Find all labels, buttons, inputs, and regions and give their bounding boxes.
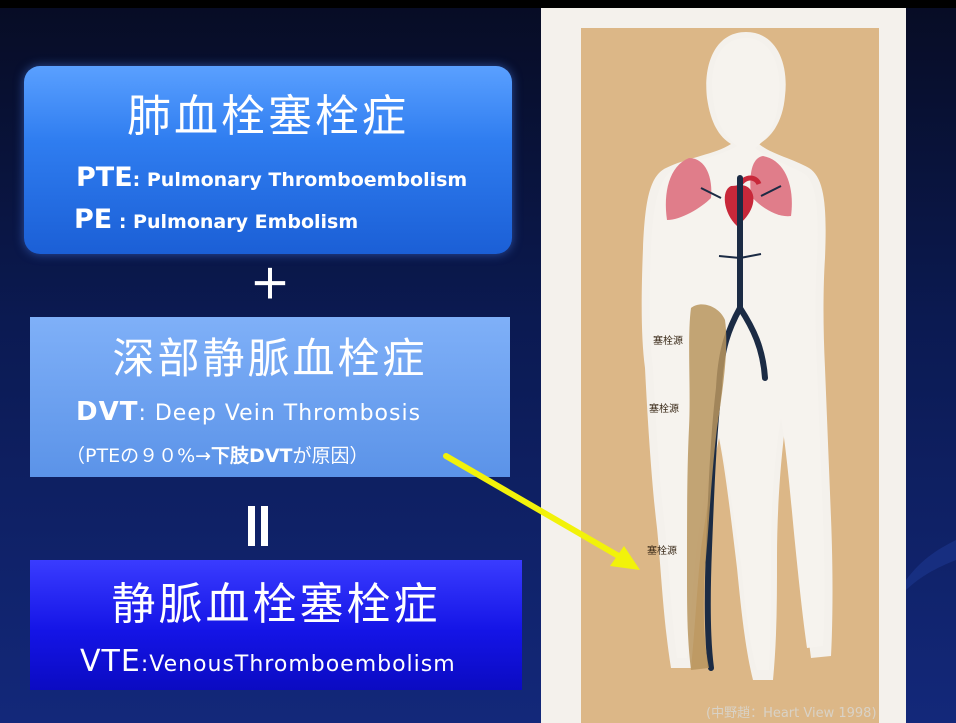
pe-abbr: PE: [74, 204, 112, 235]
dvt-title: 深部静脈血栓症: [30, 325, 510, 386]
pte-box: 肺血栓塞栓症 PTE: Pulmonary Thromboembolism PE…: [24, 66, 512, 254]
vte-abbr: VTE: [80, 644, 141, 679]
embolus-label-1: 塞栓源: [653, 334, 683, 347]
pte-title: 肺血栓塞栓症: [24, 80, 512, 144]
dvt-note-bold: 下肢DVT: [211, 445, 292, 467]
pte-fullname: : Pulmonary Thromboembolism: [133, 169, 468, 191]
anatomy-illustration: 塞栓源 塞栓源 塞栓源 (中野趙：Heart View 1998): [541, 8, 906, 723]
dvt-definition: DVT: Deep Vein Thrombosis: [76, 397, 421, 427]
plus-sign: ＋: [0, 252, 540, 310]
pe-fullname: : Pulmonary Embolism: [112, 211, 358, 233]
dvt-box: 深部静脈血栓症 DVT: Deep Vein Thrombosis （PTEの９…: [30, 317, 510, 477]
vte-title: 静脈血栓塞栓症: [30, 568, 522, 632]
vte-definition: VTE:VenousThromboembolism: [80, 644, 456, 679]
vte-fullname: :VenousThromboembolism: [141, 652, 456, 677]
vte-box: 静脈血栓塞栓症 VTE:VenousThromboembolism: [30, 560, 522, 690]
equals-sign: [246, 506, 270, 546]
dvt-note: （PTEの９０%→下肢DVTが原因）: [66, 441, 369, 468]
dvt-abbr: DVT: [76, 397, 138, 427]
dvt-fullname: : Deep Vein Thrombosis: [138, 401, 421, 426]
dvt-note-pre: （PTEの９０%→: [66, 445, 211, 467]
background-swoosh: [906, 520, 956, 600]
embolus-label-2: 塞栓源: [649, 402, 679, 415]
image-credit: (中野趙：Heart View 1998): [706, 702, 877, 721]
embolus-label-3: 塞栓源: [647, 544, 677, 557]
top-border: [0, 0, 956, 8]
pe-definition: PE : Pulmonary Embolism: [74, 204, 358, 235]
anatomy-drawing: 塞栓源 塞栓源 塞栓源: [541, 8, 906, 723]
pte-definition: PTE: Pulmonary Thromboembolism: [76, 162, 467, 193]
dvt-note-post: が原因）: [292, 445, 368, 467]
pte-abbr: PTE: [76, 162, 133, 193]
